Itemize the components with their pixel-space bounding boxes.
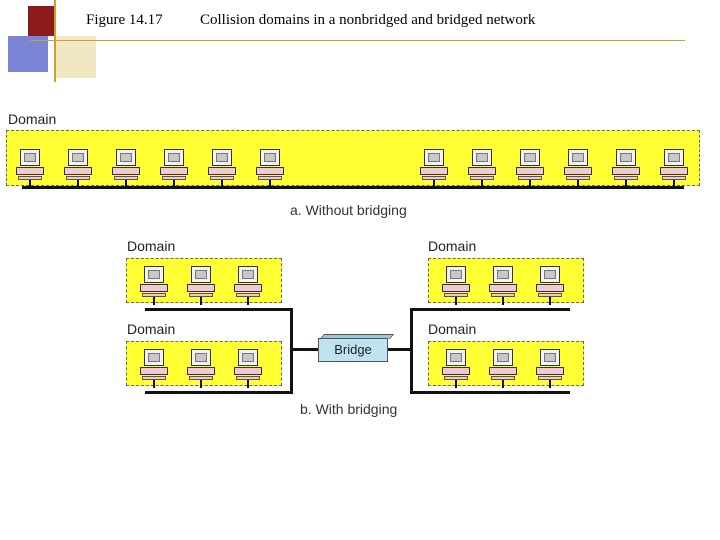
domain-label-a: Domain bbox=[8, 111, 57, 127]
bridge-link-left bbox=[292, 348, 319, 351]
slide-decoration-horizontal-line bbox=[30, 40, 685, 41]
slide-decoration-light-square bbox=[56, 36, 96, 78]
computer-icon bbox=[187, 349, 215, 388]
computer-icon bbox=[16, 149, 44, 188]
right-segment-riser bbox=[410, 308, 413, 394]
computer-icon bbox=[536, 266, 564, 305]
bridge-device: Bridge bbox=[318, 338, 388, 362]
computer-icon bbox=[489, 266, 517, 305]
domain-label-b-top-left: Domain bbox=[127, 238, 176, 254]
computer-icon bbox=[516, 149, 544, 188]
computer-icon bbox=[489, 349, 517, 388]
figure-title: Collision domains in a nonbridged and br… bbox=[200, 12, 536, 28]
computer-icon bbox=[234, 349, 262, 388]
computer-icon bbox=[660, 149, 688, 188]
domain-label-b-top-right: Domain bbox=[428, 238, 477, 254]
network-bus-b-bottom-left bbox=[145, 391, 292, 394]
computer-icon bbox=[187, 266, 215, 305]
computer-icon bbox=[140, 266, 168, 305]
computer-icon bbox=[420, 149, 448, 188]
bridge-link-right bbox=[387, 348, 411, 351]
collision-domain-a bbox=[6, 130, 700, 186]
computer-icon bbox=[208, 149, 236, 188]
computer-icon bbox=[256, 149, 284, 188]
computer-icon bbox=[612, 149, 640, 188]
network-bus-a bbox=[22, 186, 684, 189]
network-bus-b-top-left bbox=[145, 308, 292, 311]
subcaption-b: b. With bridging bbox=[300, 401, 398, 417]
slide-decoration-vertical-line bbox=[54, 0, 56, 82]
computer-icon bbox=[564, 149, 592, 188]
computer-icon bbox=[140, 349, 168, 388]
figure-number: Figure 14.17 bbox=[86, 12, 163, 28]
computer-icon bbox=[442, 349, 470, 388]
computer-icon bbox=[160, 149, 188, 188]
left-segment-riser bbox=[290, 308, 293, 394]
computer-icon bbox=[234, 266, 262, 305]
domain-label-b-bottom-left: Domain bbox=[127, 321, 176, 337]
slide-decoration-blue-square bbox=[8, 36, 48, 72]
computer-icon bbox=[64, 149, 92, 188]
slide-decoration-dark-square bbox=[28, 6, 56, 36]
network-bus-b-bottom-right bbox=[410, 391, 570, 394]
computer-icon bbox=[468, 149, 496, 188]
subcaption-a: a. Without bridging bbox=[290, 202, 407, 218]
computer-icon bbox=[536, 349, 564, 388]
computer-icon bbox=[442, 266, 470, 305]
computer-icon bbox=[112, 149, 140, 188]
network-bus-b-top-right bbox=[410, 308, 570, 311]
domain-label-b-bottom-right: Domain bbox=[428, 321, 477, 337]
